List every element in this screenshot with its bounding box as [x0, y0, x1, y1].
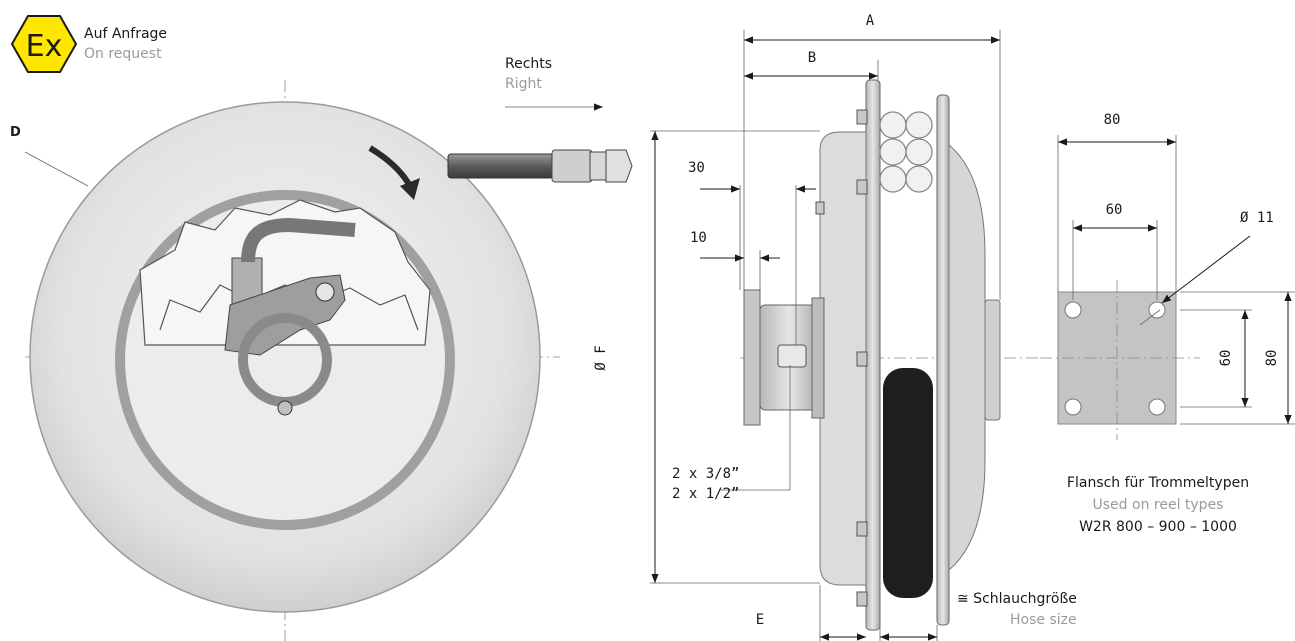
- side-view: A B 30 10 Ø F 2 x 3/8” 2 x 1/2” E ≅ Sc: [593, 13, 1077, 641]
- hose-fitting: [551, 149, 593, 183]
- flange-hole-label: Ø 11: [1240, 210, 1274, 226]
- cutaway-window: [139, 199, 431, 346]
- hose-size-label-en: Hose size: [1010, 612, 1077, 628]
- dim-F-label: Ø F: [593, 345, 609, 370]
- rotation-label-de: Rechts: [505, 56, 552, 72]
- thread-label-1: 2 x 3/8”: [672, 466, 739, 482]
- dim-A-label: A: [866, 13, 875, 29]
- flange-holes: [1064, 301, 1166, 416]
- flange-height-60-label: 60: [1218, 350, 1234, 367]
- hose-coils: [879, 111, 933, 193]
- flange-width-60-label: 60: [1106, 202, 1123, 218]
- axle-plate: [743, 289, 761, 426]
- rotation-curve-icon: [368, 145, 413, 188]
- ex-badge: Ex Auf Anfrage On request: [10, 15, 167, 73]
- flange-models: W2R 800 – 900 – 1000: [1079, 519, 1237, 535]
- reel-flange-right: [936, 94, 950, 626]
- dim-10-label: 10: [690, 230, 707, 246]
- ex-symbol: Ex: [26, 29, 63, 64]
- flange-caption-en: Used on reel types: [1093, 497, 1224, 513]
- ex-label-en: On request: [84, 46, 162, 62]
- dim-E-label: E: [756, 612, 764, 628]
- hose-size-label-de: ≅ Schlauchgröße: [957, 591, 1077, 607]
- dim-30-label: 30: [688, 160, 705, 176]
- flange-bolts: [815, 109, 868, 607]
- dim-B-label: B: [808, 50, 816, 66]
- hose-pipe: [447, 153, 554, 179]
- flange-height-80-label: 80: [1264, 350, 1280, 367]
- inner-pipe: [241, 217, 356, 263]
- rotation-direction: Rechts Right: [505, 56, 603, 111]
- flange-width-80-label: 80: [1104, 112, 1121, 128]
- ex-label-de: Auf Anfrage: [84, 26, 167, 42]
- front-view: D: [10, 80, 633, 641]
- flange-caption-de: Flansch für Trommeltypen: [1067, 475, 1249, 491]
- reel-flange-left: [865, 79, 881, 631]
- rotation-label-en: Right: [505, 76, 542, 92]
- drum-body: [819, 131, 867, 586]
- flange-detail: 80 60 Ø 11 60 80 Flansch für Trommeltype…: [1040, 112, 1295, 535]
- thread-label-2: 2 x 1/2”: [672, 486, 739, 502]
- dim-D-label: D: [10, 125, 21, 140]
- hose-section: [883, 368, 933, 598]
- ex-hexagon-icon: [10, 15, 78, 73]
